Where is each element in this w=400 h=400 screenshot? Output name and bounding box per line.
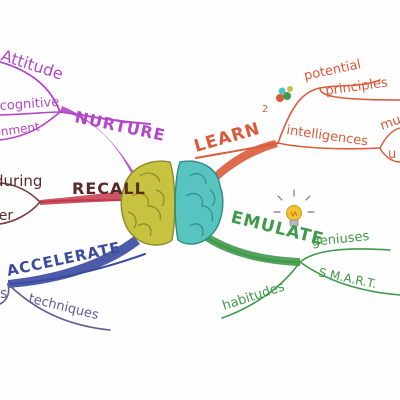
emulate-branches (203, 232, 400, 319)
intelligences-branch-line (277, 142, 381, 150)
accelerate-branches (0, 236, 146, 331)
lightbulb-icon (273, 189, 315, 227)
learn-superscript: 2 (262, 104, 268, 115)
smart-branch-line (299, 261, 400, 296)
learn-branches (195, 79, 400, 186)
techniques-branch-line (7, 283, 111, 331)
during-label: during (0, 172, 42, 190)
accelerate-branch-line (7, 253, 146, 285)
left-brain-folds (127, 172, 165, 237)
principles-branch-line (319, 87, 400, 101)
cognitive-label: cognitive (0, 95, 60, 114)
learn-branch-line (195, 142, 279, 159)
right-brain-hemisphere (174, 160, 224, 245)
learn-main-branch (205, 140, 278, 186)
colored-dots-icon (276, 86, 293, 102)
mu-branch-line (379, 127, 400, 149)
during-branch-line (0, 182, 41, 203)
right-brain-folds (185, 172, 216, 237)
habitudes-label: habitudes (221, 280, 287, 314)
after-branch-line (0, 201, 41, 225)
geniuses-label: geniuses (311, 229, 370, 250)
s-label: s (0, 286, 7, 302)
principles-label: principles (324, 75, 389, 99)
emulate-branch-line (203, 235, 301, 263)
geniuses-branch-line (299, 248, 391, 263)
mu-label: mu (378, 113, 400, 134)
emulate-main-branch (204, 232, 300, 266)
u-branch-line (379, 147, 400, 163)
techniques-label: techniques (27, 291, 100, 323)
after-label: after (0, 208, 13, 224)
recall-group: during Recall after (0, 172, 146, 224)
cognitive-branch-line (0, 111, 61, 116)
nurture-branch-line (59, 111, 151, 125)
nurture-group: Attitude cognitive environment Nurture (0, 46, 167, 145)
recall-title: Recall (72, 179, 146, 198)
u-label: u (388, 147, 396, 162)
environment-label: environment (0, 119, 41, 144)
nurture-title: Nurture (73, 107, 167, 145)
attitude-branch-line (0, 61, 61, 113)
smart-label: S.M.A.R.T. (317, 265, 377, 291)
brain (120, 160, 224, 246)
environment-branch-line (0, 111, 61, 141)
habitudes-branch-line (221, 261, 301, 319)
s-branch-line (0, 283, 10, 305)
